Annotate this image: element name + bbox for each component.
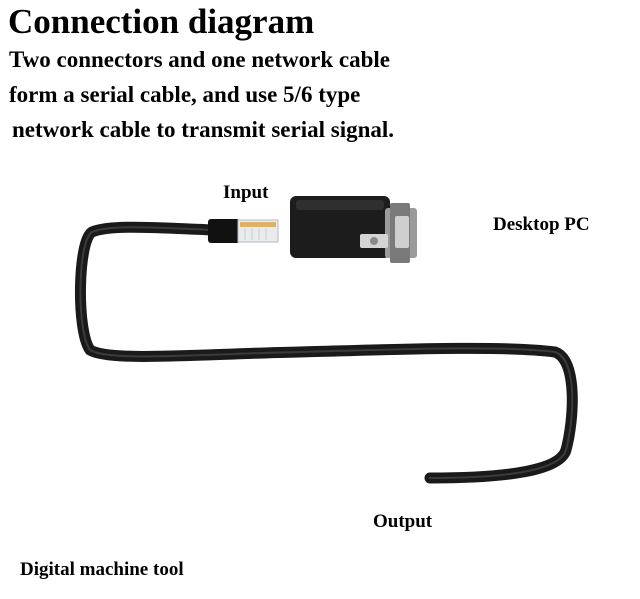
diagram-title: Connection diagram <box>8 2 315 41</box>
label-desktop-pc: Desktop PC <box>493 214 590 235</box>
label-digital-machine-tool: Digital machine tool <box>20 559 184 580</box>
description-line-2: form a serial cable, and use 5/6 type <box>9 82 361 107</box>
label-output: Output <box>373 511 433 532</box>
rj45-plug-input <box>208 219 279 243</box>
label-input: Input <box>223 182 269 203</box>
description-line-1: Two connectors and one network cable <box>9 47 390 72</box>
network-cable <box>75 221 578 484</box>
db9-adapter-input <box>290 196 417 263</box>
description-line-3: network cable to transmit serial signal. <box>12 117 395 142</box>
